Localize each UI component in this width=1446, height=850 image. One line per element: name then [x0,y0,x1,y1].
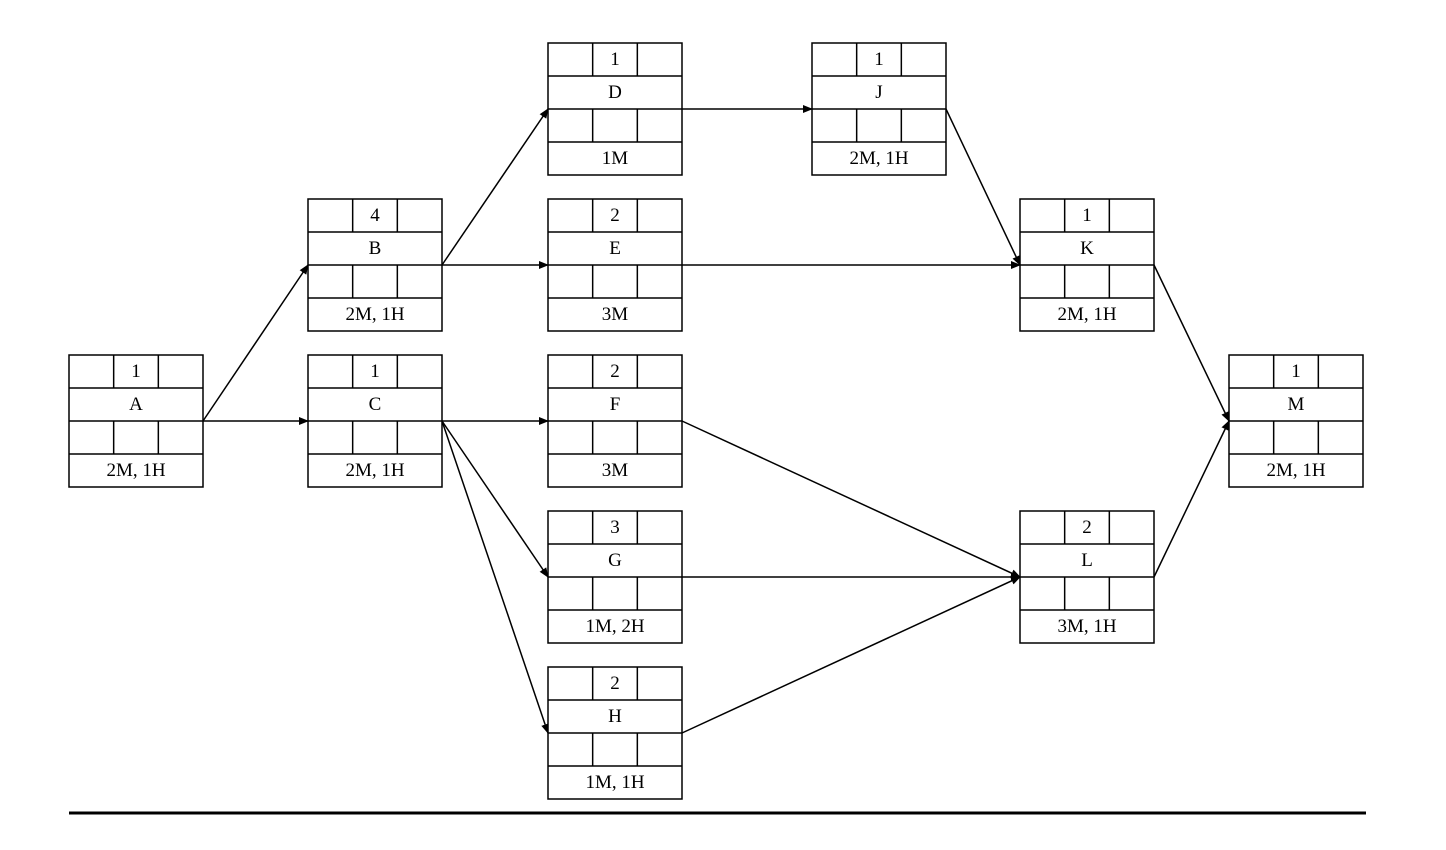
node-g: 3G 1M, 2H [547,510,683,644]
edge-h-l [681,576,1021,734]
node-a: 1A 2M, 1H [68,354,204,488]
edge-a-b [202,264,309,422]
node-h: 2H 1M, 1H [547,666,683,800]
node-resources: 3M [602,304,629,325]
node-label: F [610,394,621,415]
node-label: A [129,394,143,415]
node-duration: 1 [131,361,141,382]
node-duration: 3 [610,517,620,538]
node-label: M [1288,394,1305,415]
node-k: 1K 2M, 1H [1019,198,1155,332]
node-duration: 2 [610,205,620,226]
node-resources: 1M [602,148,629,169]
node-duration: 2 [1082,517,1092,538]
node-resources: 2M, 1H [345,304,404,325]
node-resources: 3M, 1H [1057,616,1116,637]
node-resources: 2M, 1H [1266,460,1325,481]
node-label: J [875,82,882,103]
edge-c-h [441,420,549,734]
node-j: 1J 2M, 1H [811,42,947,176]
node-label: E [609,238,621,259]
node-resources: 2M, 1H [1057,304,1116,325]
edge-b-d [441,108,549,266]
edge-c-g [441,420,549,578]
node-label: L [1081,550,1093,571]
node-duration: 1 [1082,205,1092,226]
node-duration: 1 [1291,361,1301,382]
node-label: K [1080,238,1094,259]
node-duration: 2 [610,361,620,382]
node-label: G [608,550,622,571]
node-resources: 1M, 2H [585,616,644,637]
node-resources: 2M, 1H [345,460,404,481]
node-f: 2F 3M [547,354,683,488]
node-e: 2E 3M [547,198,683,332]
node-resources: 2M, 1H [849,148,908,169]
edge-l-m [1153,420,1230,578]
node-d: 1D 1M [547,42,683,176]
edges-layer [202,105,1230,734]
edge-f-l [681,420,1021,578]
node-l: 2L 3M, 1H [1019,510,1155,644]
node-label: D [608,82,622,103]
node-duration: 2 [610,673,620,694]
node-duration: 1 [610,49,620,70]
node-m: 1M 2M, 1H [1228,354,1364,488]
edge-k-m [1153,264,1230,422]
node-label: H [608,706,622,727]
node-duration: 1 [874,49,884,70]
node-duration: 1 [370,361,380,382]
node-resources: 2M, 1H [106,460,165,481]
node-b: 4B 2M, 1H [307,198,443,332]
edge-j-k [945,108,1021,266]
node-resources: 3M [602,460,629,481]
node-label: B [369,238,382,259]
node-c: 1C 2M, 1H [307,354,443,488]
node-label: C [369,394,382,415]
node-resources: 1M, 1H [585,772,644,793]
node-duration: 4 [370,205,380,226]
